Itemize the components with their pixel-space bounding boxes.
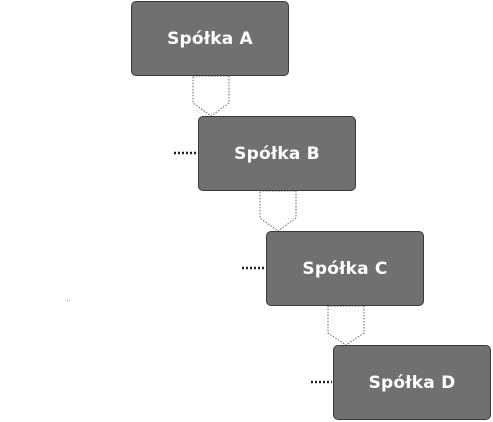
company-box-c: Spółka C [266, 231, 424, 306]
company-box-b: Spółka B [198, 116, 356, 191]
company-box-d: Spółka D [333, 345, 491, 420]
company-label-a: Spółka A [167, 28, 253, 49]
company-label-b: Spółka B [234, 143, 320, 164]
stray-dot [67, 300, 68, 301]
company-label-d: Spółka D [368, 372, 456, 393]
connector-b-c [259, 190, 297, 232]
connector-c-d [327, 305, 365, 346]
connector-a-b [192, 75, 230, 117]
company-label-c: Spółka C [302, 258, 388, 279]
company-box-a: Spółka A [131, 1, 289, 76]
